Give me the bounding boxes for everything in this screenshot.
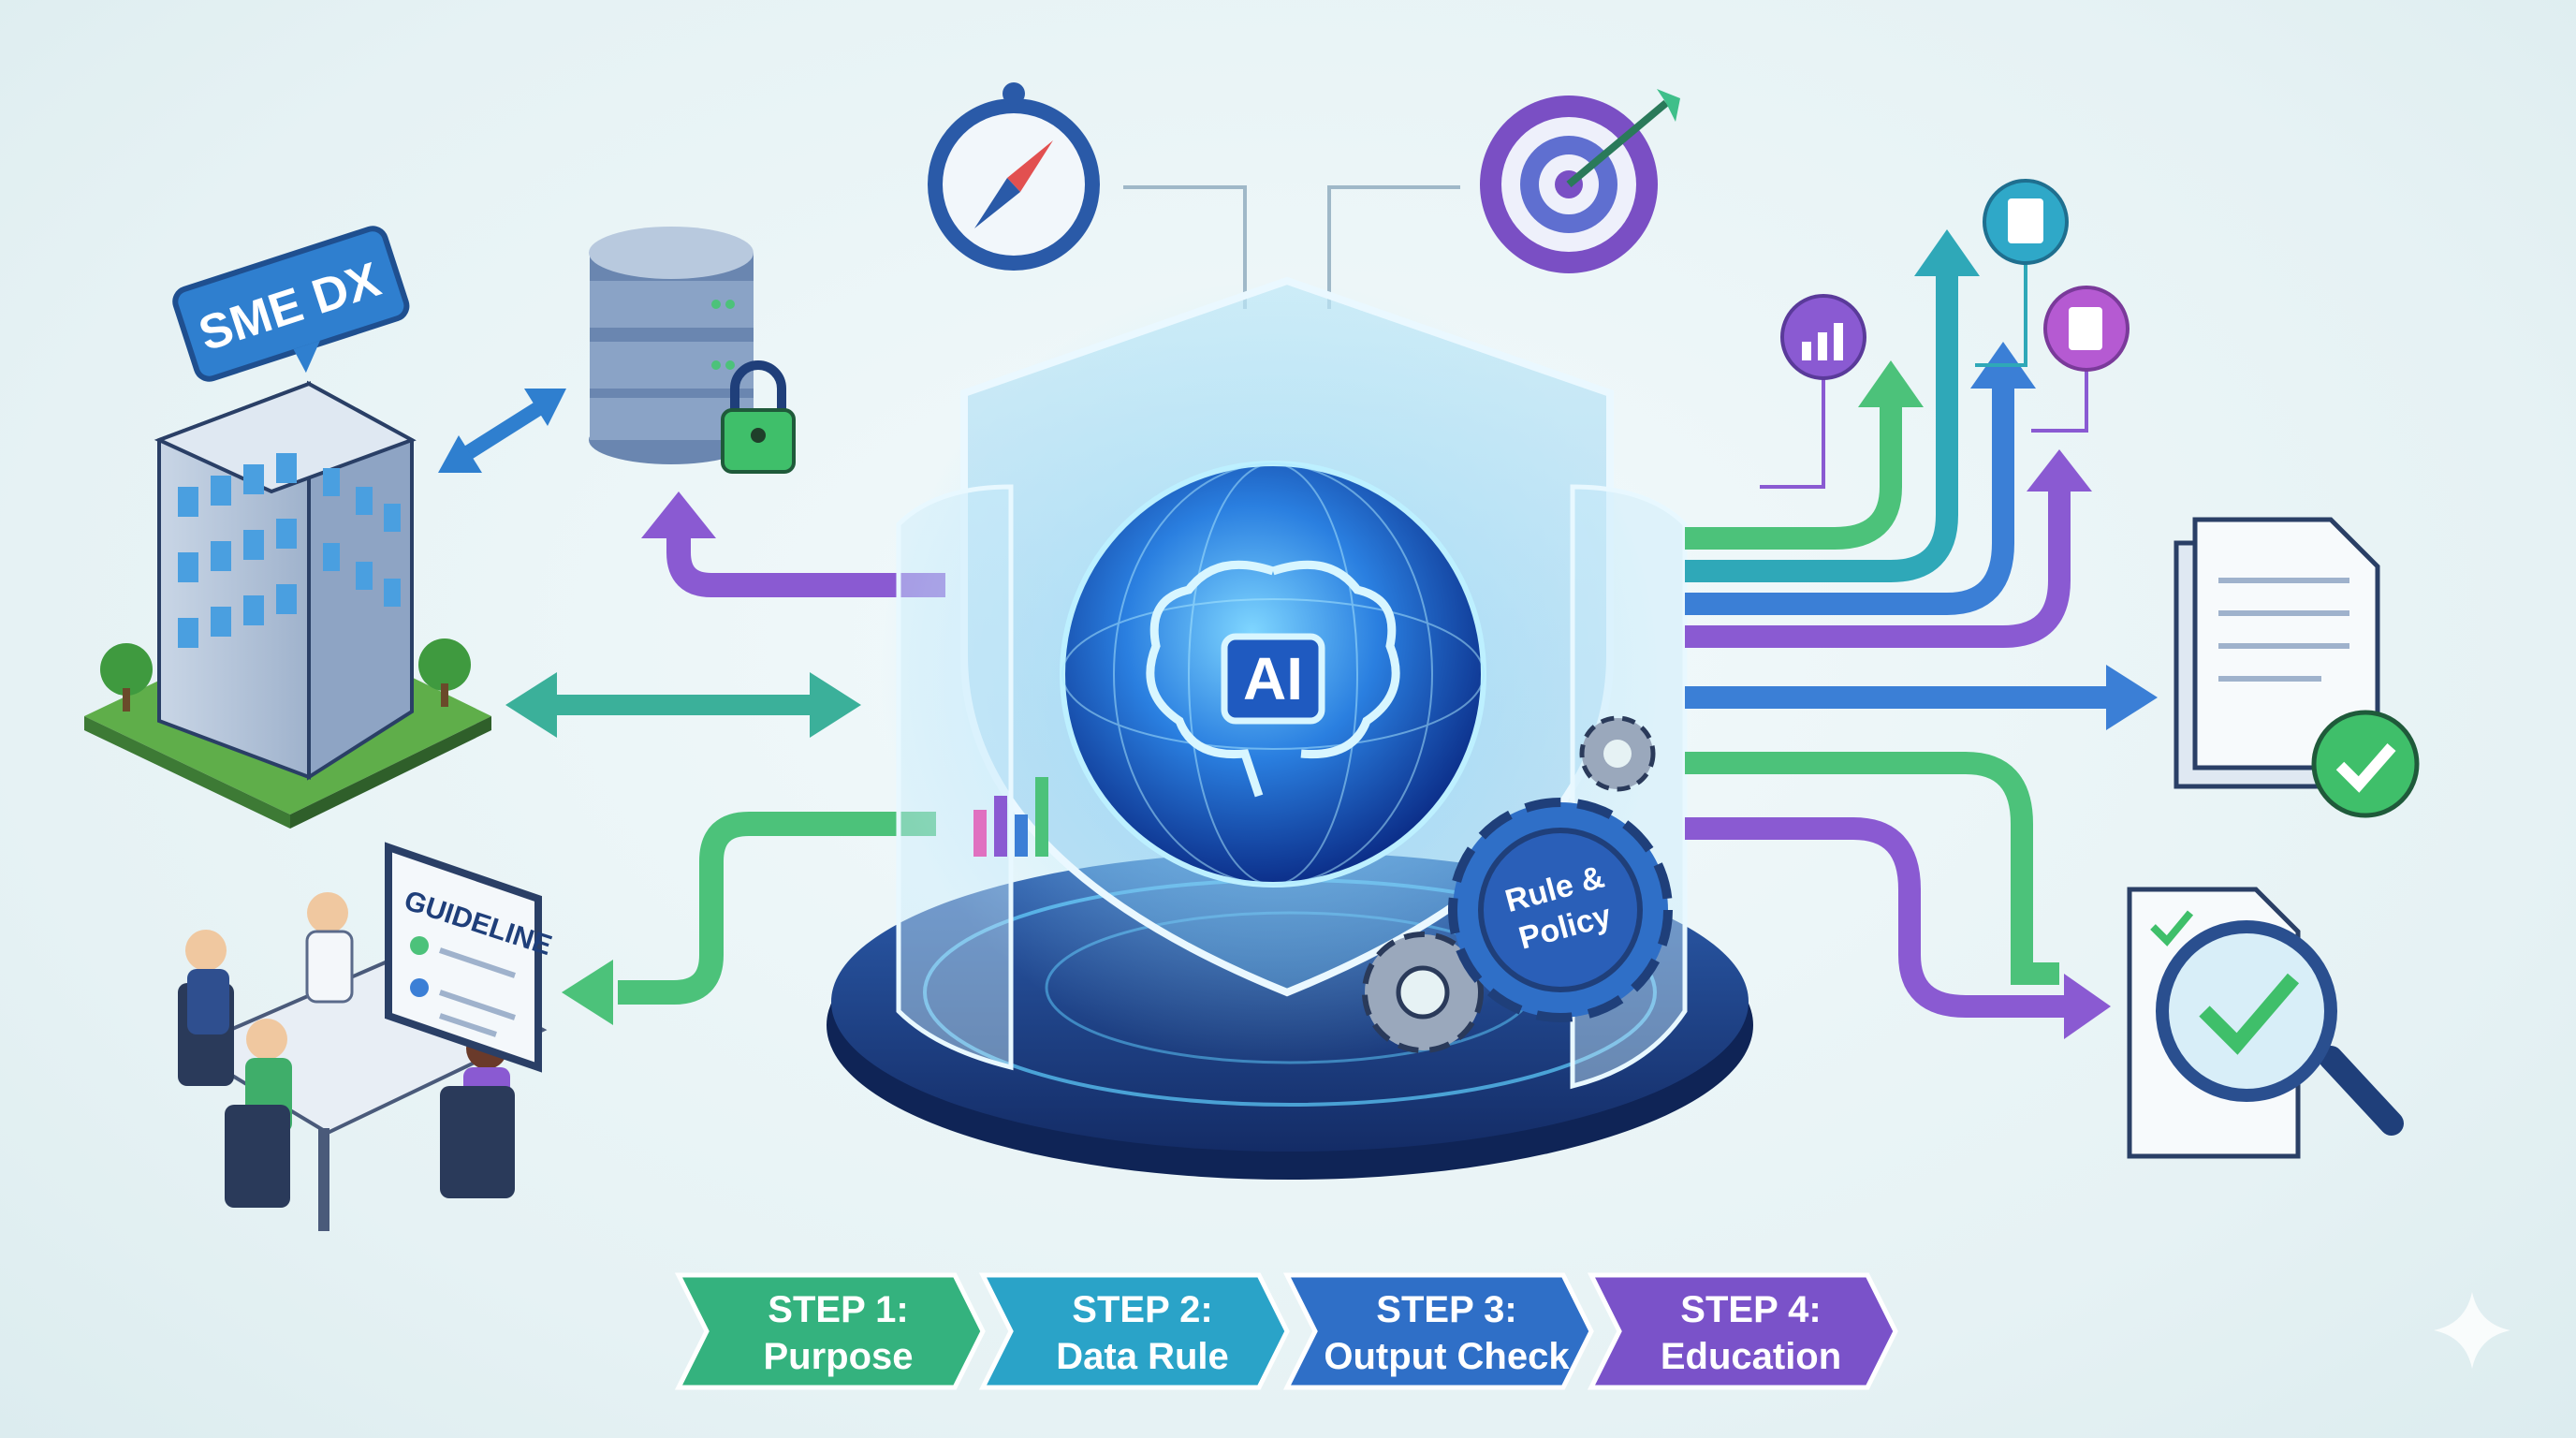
edit-document-icon: [2043, 286, 2130, 372]
brain-icon: [1146, 560, 1400, 798]
step-2-chevron: STEP 2: Data Rule: [978, 1272, 1290, 1390]
step-subtitle: Output Check: [1324, 1336, 1570, 1377]
building-ai-arrow: [505, 672, 861, 738]
analytics-icon: [1780, 294, 1866, 380]
rule-policy-gear: [1448, 798, 1673, 1022]
database-icon: [589, 227, 754, 464]
sme-dx-badge: [172, 226, 410, 382]
approved-document-icon: [2174, 517, 2420, 818]
compass-icon: [928, 82, 1100, 271]
bar-chart-icon: [973, 777, 1048, 857]
step-subtitle: Data Rule: [1056, 1336, 1229, 1377]
arrowhead: [562, 960, 613, 1025]
step-title: STEP 4:: [1680, 1289, 1821, 1330]
output-flows: [1685, 271, 2106, 1018]
step-4-chevron: STEP 4: Education: [1587, 1272, 1898, 1390]
arrowhead: [641, 492, 716, 538]
ai-chip: [1221, 633, 1325, 725]
connector-lines: [1123, 185, 1460, 309]
guideline-board: [385, 842, 542, 1073]
step-chevron-shape: [978, 1272, 1290, 1390]
office-building-icon: [84, 380, 491, 829]
gear-icon: [1362, 715, 1656, 1053]
checklist-icon: [1983, 179, 2069, 265]
ai-team-arrow: [618, 812, 936, 1005]
building-database-arrow: [438, 389, 566, 473]
step-subtitle: Education: [1661, 1336, 1841, 1377]
target-icon: [1480, 89, 1680, 273]
glass-panel: [896, 484, 1688, 1090]
step-chevron-shape: [1587, 1272, 1898, 1390]
step-chevron-shape: [1282, 1272, 1594, 1390]
inspection-document-icon: [2127, 887, 2404, 1159]
step-chevron-shape: [674, 1272, 986, 1390]
step-subtitle: Purpose: [763, 1336, 913, 1377]
step-3-chevron: STEP 3: Output Check: [1282, 1272, 1594, 1390]
step-title: STEP 2:: [1072, 1289, 1212, 1330]
ai-label: AI: [1243, 645, 1303, 712]
lock-icon: [721, 360, 796, 474]
ai-database-arrow: [666, 534, 945, 597]
connector-lines: [1760, 262, 2088, 489]
step-title: STEP 3:: [1376, 1289, 1516, 1330]
step-title: STEP 1:: [768, 1289, 908, 1330]
sparkle-icon: [2434, 1292, 2510, 1369]
step-1-chevron: STEP 1: Purpose: [674, 1272, 986, 1390]
arrowheads: [1858, 229, 2158, 1039]
